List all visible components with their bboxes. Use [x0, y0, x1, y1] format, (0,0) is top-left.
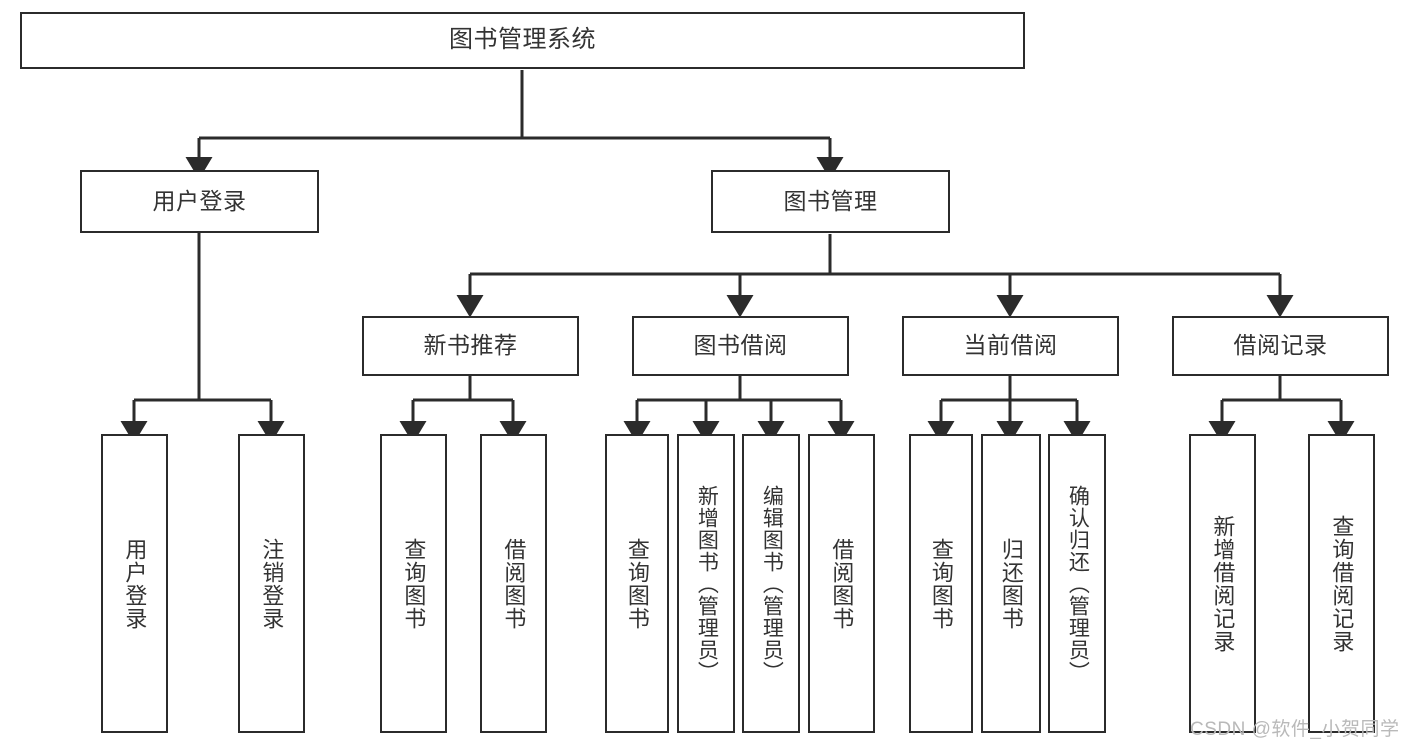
- node-leaf-edit-book-admin[interactable]: 编辑图书（管理员）: [742, 434, 800, 733]
- node-book-borrowing[interactable]: 图书借阅: [632, 316, 849, 376]
- watermark-text: CSDN @软件_小贺同学: [1190, 719, 1400, 740]
- node-leaf-query-borrow-record[interactable]: 查询借阅记录: [1308, 434, 1375, 733]
- node-leaf-borrow-books-new[interactable]: 借阅图书: [480, 434, 547, 733]
- node-label: 借阅记录: [1233, 332, 1328, 359]
- node-label: 借阅图书: [501, 537, 527, 630]
- node-leaf-return-books[interactable]: 归还图书: [981, 434, 1041, 733]
- node-label: 查询图书: [928, 537, 954, 630]
- node-label: 注销登录: [259, 537, 285, 630]
- node-label: 编辑图书（管理员）: [760, 484, 784, 683]
- node-label: 查询借阅记录: [1329, 514, 1355, 653]
- node-borrowing-records[interactable]: 借阅记录: [1172, 316, 1389, 376]
- node-label: 查询图书: [401, 537, 427, 630]
- node-root-book-management-system[interactable]: 图书管理系统: [20, 12, 1025, 69]
- node-new-book-recommendation[interactable]: 新书推荐: [362, 316, 579, 376]
- node-label: 用户登录: [122, 537, 148, 630]
- node-leaf-add-borrow-record[interactable]: 新增借阅记录: [1189, 434, 1256, 733]
- node-leaf-query-books-current[interactable]: 查询图书: [909, 434, 973, 733]
- node-leaf-confirm-return-admin[interactable]: 确认归还（管理员）: [1048, 434, 1106, 733]
- node-label: 图书管理: [783, 187, 878, 214]
- node-book-management[interactable]: 图书管理: [711, 170, 950, 233]
- node-leaf-query-books-borrow[interactable]: 查询图书: [605, 434, 669, 733]
- node-leaf-query-books-new[interactable]: 查询图书: [380, 434, 447, 733]
- node-label: 新增图书（管理员）: [695, 484, 719, 683]
- node-leaf-add-book-admin[interactable]: 新增图书（管理员）: [677, 434, 735, 733]
- node-user-login[interactable]: 用户登录: [80, 170, 319, 233]
- node-label: 图书借阅: [693, 332, 788, 359]
- node-label: 新书推荐: [423, 332, 518, 359]
- node-label: 查询图书: [624, 537, 650, 630]
- node-current-borrowing[interactable]: 当前借阅: [902, 316, 1119, 376]
- node-label: 确认归还（管理员）: [1066, 484, 1090, 683]
- node-label: 新增借阅记录: [1210, 514, 1236, 653]
- node-label: 归还图书: [998, 537, 1024, 630]
- node-label: 图书管理系统: [449, 26, 596, 54]
- node-label: 用户登录: [152, 187, 247, 214]
- node-label: 当前借阅: [963, 332, 1058, 359]
- node-label: 借阅图书: [829, 537, 855, 630]
- node-leaf-user-login[interactable]: 用户登录: [101, 434, 168, 733]
- node-leaf-logout[interactable]: 注销登录: [238, 434, 305, 733]
- node-leaf-borrow-books[interactable]: 借阅图书: [808, 434, 875, 733]
